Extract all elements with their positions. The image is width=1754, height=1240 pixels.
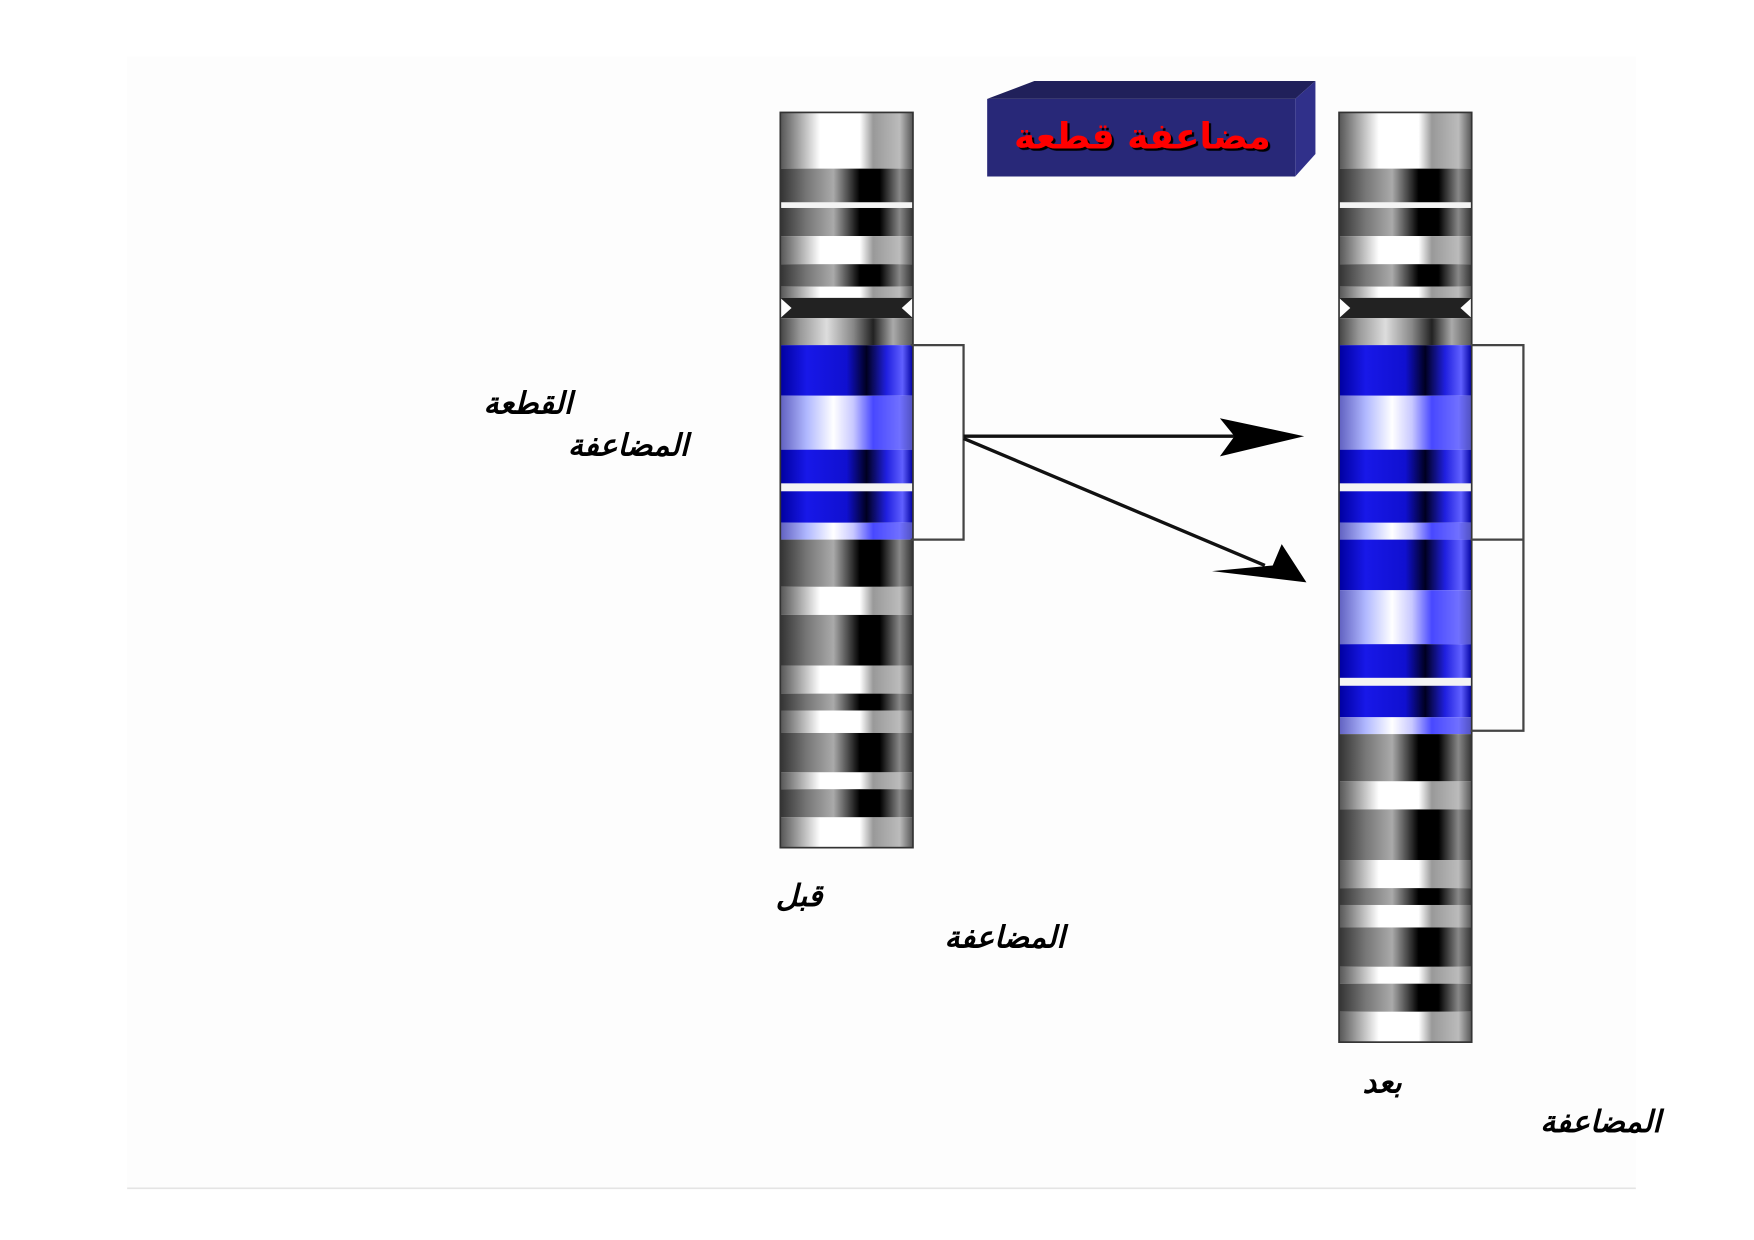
chromosome-band xyxy=(780,772,913,790)
chromosome-band xyxy=(1339,202,1472,208)
duplicated-band xyxy=(1339,345,1472,396)
chromosome-band xyxy=(780,236,913,265)
chromosome-band xyxy=(780,207,913,237)
chromosome-band xyxy=(780,539,913,587)
chromosome-band xyxy=(780,202,913,208)
segment-bracket-after xyxy=(1470,344,1525,732)
chromosome-band xyxy=(1339,112,1472,169)
chromosome-band xyxy=(1339,264,1472,287)
title-text: مضاعفة قطعة xyxy=(1014,116,1271,157)
title-box: مضاعفة قطعة xyxy=(987,80,1316,177)
duplicated-band xyxy=(1339,483,1472,492)
duplicated-band xyxy=(1339,590,1472,645)
chromosome-band xyxy=(780,693,913,711)
chromosome-band xyxy=(1339,904,1472,928)
duplicated-band xyxy=(1339,449,1472,484)
arrow-to-copy-1 xyxy=(963,418,1305,457)
duplicated-band xyxy=(1339,395,1472,450)
centromere xyxy=(780,297,913,319)
chromosome-band xyxy=(1339,734,1472,782)
duplicated-band xyxy=(1339,685,1472,718)
svg-text:قبل: قبل xyxy=(776,879,824,914)
chromosome-band xyxy=(1339,318,1472,346)
svg-text:بعد: بعد xyxy=(1363,1066,1403,1101)
chromosome-band xyxy=(1339,860,1472,889)
chromosome-band xyxy=(1339,781,1472,810)
chromosome-band xyxy=(1339,207,1472,237)
duplicated-band xyxy=(1339,522,1472,540)
chromosome-band xyxy=(1339,286,1472,298)
chromosome-band xyxy=(780,112,913,169)
chromosome-band xyxy=(1339,236,1472,265)
chromosome-band xyxy=(1339,966,1472,984)
chromosome-band xyxy=(1339,888,1472,905)
chromosome-band xyxy=(780,586,913,615)
label-before-duplication: قبل المضاعفة xyxy=(776,879,1069,956)
segment-bracket-before xyxy=(910,344,965,541)
duplicated-band xyxy=(1339,677,1472,686)
chromosome-after xyxy=(1338,111,1473,1043)
chromosome-before xyxy=(779,111,914,849)
chromosome-band xyxy=(780,286,913,298)
chromosome-band xyxy=(780,732,913,773)
chromosome-band xyxy=(780,710,913,733)
chromosome-band xyxy=(780,665,913,694)
arrow-to-copy-2 xyxy=(962,436,1307,583)
chromosome-outline xyxy=(1338,111,1473,1043)
chromosome-band xyxy=(780,318,913,346)
chromosome-band xyxy=(780,817,913,848)
chromosome-band xyxy=(1339,809,1472,861)
chromosome-band xyxy=(1339,1011,1472,1043)
duplicated-band xyxy=(780,345,913,396)
svg-text:القطعة: القطعة xyxy=(484,387,576,422)
duplicated-band xyxy=(780,491,913,523)
chromosome-band xyxy=(1339,927,1472,967)
duplicated-band xyxy=(1339,644,1472,678)
duplicated-band xyxy=(780,395,913,450)
duplicated-band xyxy=(1339,717,1472,735)
duplicated-band xyxy=(780,449,913,484)
duplicated-band xyxy=(1339,539,1472,591)
chromosome-outline xyxy=(779,111,914,849)
chromosome-band xyxy=(780,614,913,666)
label-after-duplication: بعد المضاعفة xyxy=(1363,1066,1665,1140)
chromosome-band xyxy=(780,789,913,818)
centromere xyxy=(1339,297,1472,319)
svg-text:المضاعفة: المضاعفة xyxy=(944,921,1068,956)
duplicated-band xyxy=(780,483,913,492)
duplicated-band xyxy=(780,522,913,540)
label-duplicated-segment: القطعة المضاعفة xyxy=(484,387,692,464)
svg-text:المضاعفة: المضاعفة xyxy=(568,428,692,463)
duplicated-band xyxy=(1339,491,1472,523)
chromosome-band xyxy=(1339,168,1472,203)
svg-text:المضاعفة: المضاعفة xyxy=(1540,1105,1664,1140)
chromosome-band xyxy=(1339,983,1472,1012)
chromosome-band xyxy=(780,264,913,287)
chromosome-band xyxy=(780,168,913,203)
